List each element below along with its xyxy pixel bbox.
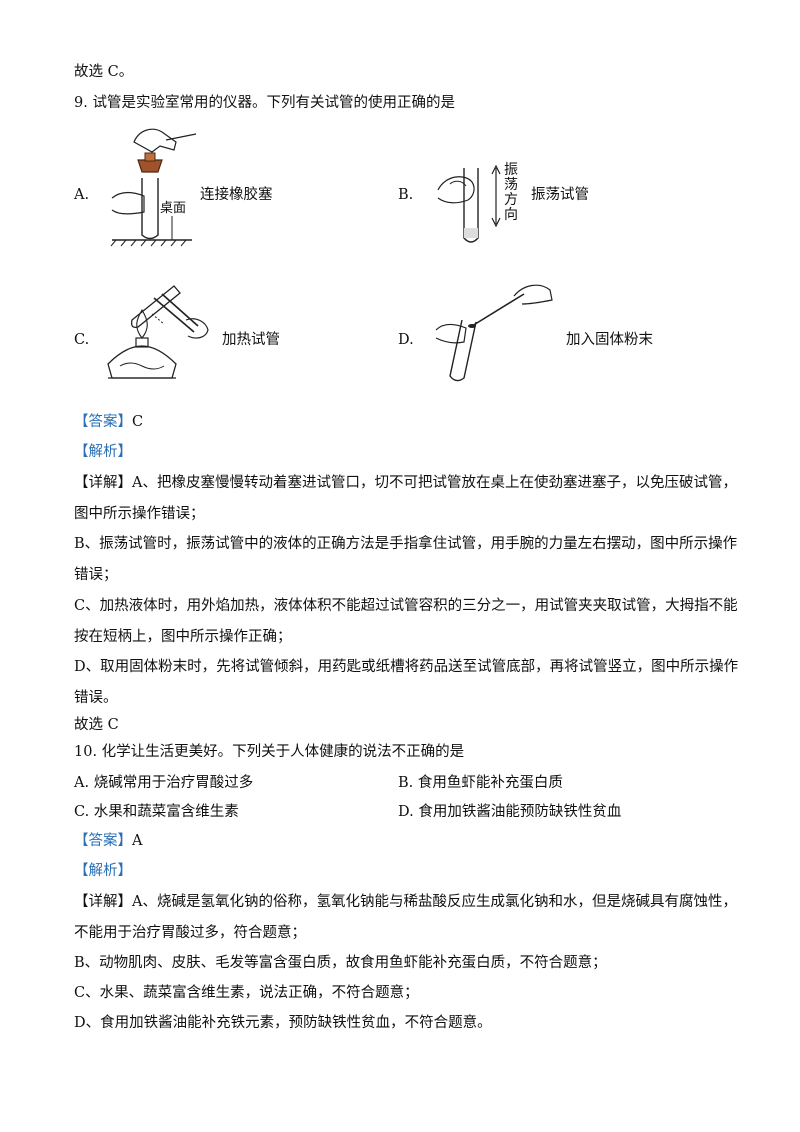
q9-detail-line-5: 按在短柄上，图中所示操作正确； (74, 629, 292, 645)
q9-detail-line-1: 图中所示操作错误； (74, 506, 205, 522)
q10-answer: 【答案】A (74, 831, 142, 851)
q9-detail-line-6: D、取用固体粉末时，先将试管倾斜，用药匙或纸槽将药品送至试管底部，再将试管竖立，… (74, 659, 739, 675)
q9-option-d-letter: D. (398, 332, 414, 348)
q9-figure-d (432, 276, 557, 386)
q9-figure-a-table-label: 桌面 (160, 201, 187, 216)
q9-option-b-letter: B. (398, 187, 414, 203)
q10-detail-line-4: D、食用加铁酱油能补充铁元素，预防缺铁性贫血，不符合题意。 (74, 1015, 492, 1031)
q10-analysis-tag: 【解析】 (74, 863, 132, 879)
q9-figure-a (104, 120, 199, 248)
q9-option-c-caption: 加热试管 (222, 332, 280, 348)
q10-stem: 10. 化学让生活更美好。下列关于人体健康的说法不正确的是 (74, 744, 465, 760)
q9-detail-line-3: 错误； (74, 567, 118, 583)
q9-option-c-letter: C. (74, 332, 90, 348)
q9-analysis-tag: 【解析】 (74, 444, 132, 460)
q9-option-b-caption: 振荡试管 (531, 187, 589, 203)
q9-answer: 【答案】C (74, 412, 143, 432)
q9-option-d-caption: 加入固体粉末 (566, 332, 653, 348)
q10-detail-line-2: B、动物肌肉、皮肤、毛发等富含蛋白质，故食用鱼虾能补充蛋白质，不符合题意； (74, 955, 607, 971)
q10-detail-line-3: C、水果、蔬菜富含维生素，说法正确，不符合题意； (74, 985, 419, 1001)
q9-answer-tag: 【答案】 (74, 414, 132, 430)
q9-option-a-caption: 连接橡胶塞 (200, 187, 273, 203)
q10-detail-line-0: 【详解】A、烧碱是氢氧化钠的俗称，氢氧化钠能与稀盐酸反应生成氯化钠和水，但是烧碱… (74, 894, 737, 910)
q8-conclusion: 故选 C。 (74, 64, 134, 80)
q9-option-a-letter: A. (74, 187, 90, 203)
q10-option-d: D. 食用加铁酱油能预防缺铁性贫血 (398, 804, 622, 820)
q9-answer-value: C (132, 414, 144, 430)
q9-detail-line-0: 【详解】A、把橡皮塞慢慢转动着塞进试管口，切不可把试管放在桌上在使劲塞进塞子，以… (74, 475, 737, 491)
q10-detail-line-1: 不能用于治疗胃酸过多，符合题意； (74, 925, 306, 941)
q10-answer-tag: 【答案】 (74, 833, 132, 849)
q9-detail-tag: 【详解】 (74, 475, 132, 491)
q10-option-b: B. 食用鱼虾能补充蛋白质 (398, 775, 563, 791)
q9-figure-b (432, 160, 527, 250)
q10-option-c: C. 水果和蔬菜富含维生素 (74, 804, 239, 820)
q9-detail-line-7: 错误。 (74, 690, 118, 706)
q9-conclusion: 故选 C (74, 717, 119, 733)
q9-detail-line-4: C、加热液体时，用外焰加热，液体体积不能超过试管容积的三分之一，用试管夹夹取试管… (74, 598, 738, 614)
q9-figure-c (102, 280, 212, 385)
q10-option-a: A. 烧碱常用于治疗胃酸过多 (74, 775, 254, 791)
q9-figure-b-direction-label: 振 荡 方 向 (504, 162, 518, 223)
q10-answer-value: A (132, 833, 143, 849)
q9-stem: 9. 试管是实验室常用的仪器。下列有关试管的使用正确的是 (74, 95, 455, 111)
q9-detail-line-2: B、振荡试管时，振荡试管中的液体的正确方法是手指拿住试管，用手腕的力量左右摆动，… (74, 536, 738, 552)
q10-detail-tag: 【详解】 (74, 894, 132, 910)
